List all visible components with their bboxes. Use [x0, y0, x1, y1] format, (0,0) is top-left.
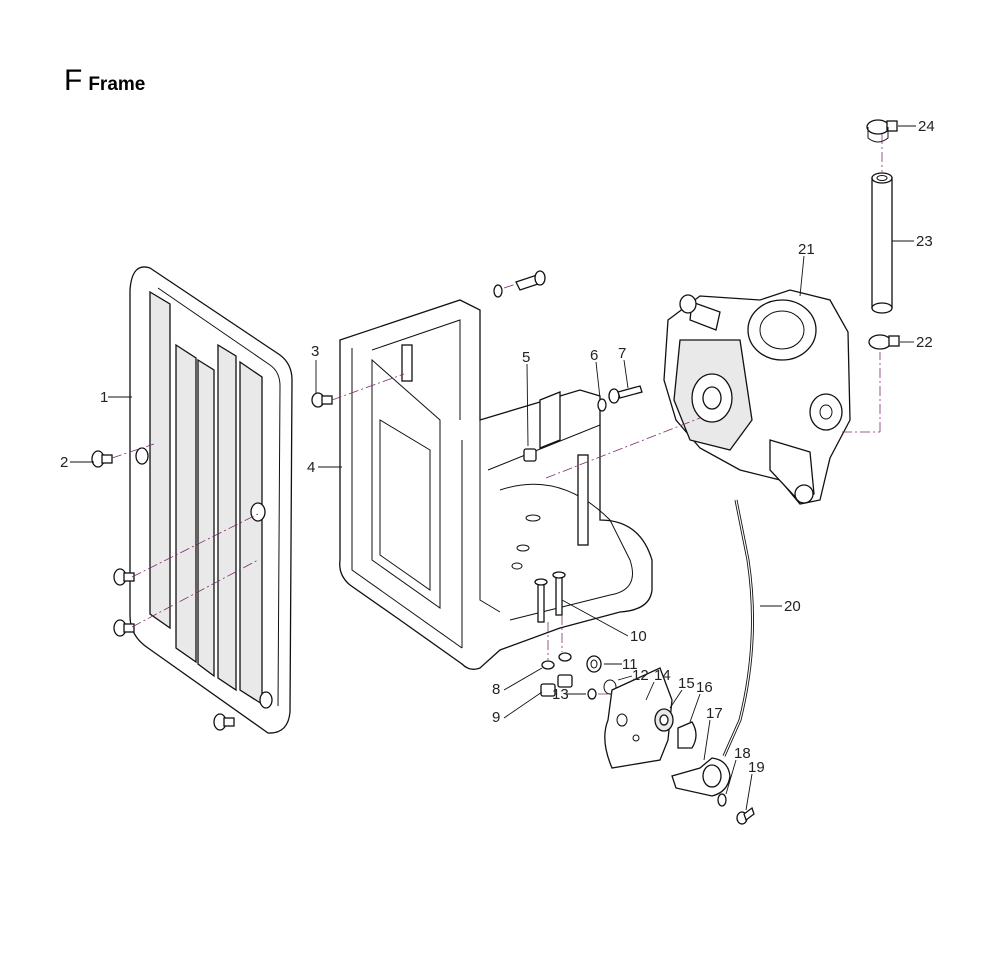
- bolt-top: [493, 270, 546, 298]
- nut-frame: [523, 448, 537, 462]
- callout-23: 23: [916, 233, 933, 250]
- nut-9: [540, 674, 573, 697]
- throttle-lever: [671, 757, 731, 797]
- side-cover-panel: [129, 266, 293, 734]
- pump-assembly: [663, 289, 851, 505]
- callout-numbers: 1 2 3 4 5 6 7 8 9 10 11 12 13 14 15 16 1…: [60, 118, 935, 776]
- washer-18: [717, 793, 727, 807]
- callout-16: 16: [696, 679, 713, 696]
- callout-6: 6: [590, 347, 598, 364]
- mount-bolts: [534, 571, 566, 623]
- clip-12: [603, 679, 617, 695]
- callout-5: 5: [522, 349, 530, 366]
- callout-21: 21: [798, 241, 815, 258]
- section-letter: F: [64, 64, 83, 97]
- bolt-short: [311, 392, 333, 408]
- callout-9: 9: [492, 709, 500, 726]
- callout-19: 19: [748, 759, 765, 776]
- throttle-cable: [722, 499, 754, 757]
- washer-13: [587, 688, 597, 700]
- washer-small: [597, 398, 607, 412]
- callout-3: 3: [311, 343, 319, 360]
- callout-10: 10: [630, 628, 647, 645]
- nut-11: [586, 655, 602, 673]
- hose-clamp-lower: [868, 334, 900, 350]
- panel-screw: [113, 568, 135, 586]
- callout-8: 8: [492, 681, 500, 698]
- callout-12: 12: [632, 667, 649, 684]
- panel-screw: [113, 619, 135, 637]
- washer-8: [541, 652, 572, 670]
- callout-24: 24: [918, 118, 935, 135]
- callout-22: 22: [916, 334, 933, 351]
- section-name: Frame: [88, 74, 146, 95]
- callout-20: 20: [784, 598, 801, 615]
- callout-18: 18: [734, 745, 751, 762]
- hose-clamp-upper: [866, 119, 898, 143]
- main-frame: [339, 299, 653, 670]
- callout-17: 17: [706, 705, 723, 722]
- callout-2: 2: [60, 454, 68, 471]
- callout-15: 15: [678, 675, 695, 692]
- panel-screw: [91, 450, 113, 468]
- callout-11: 11: [622, 656, 638, 673]
- screw-19: [736, 806, 755, 825]
- bushing: [654, 708, 674, 732]
- callout-1: 1: [100, 389, 108, 406]
- callout-7: 7: [618, 345, 626, 362]
- callout-14: 14: [654, 667, 671, 684]
- hose: [871, 172, 893, 314]
- knob-cap: [677, 721, 697, 749]
- panel-screw: [213, 713, 235, 731]
- callout-4: 4: [307, 459, 315, 476]
- alignment-lines: [111, 134, 883, 695]
- callout-13: 13: [552, 686, 569, 703]
- leader-lines: [70, 125, 916, 811]
- bolt-long: [608, 385, 643, 404]
